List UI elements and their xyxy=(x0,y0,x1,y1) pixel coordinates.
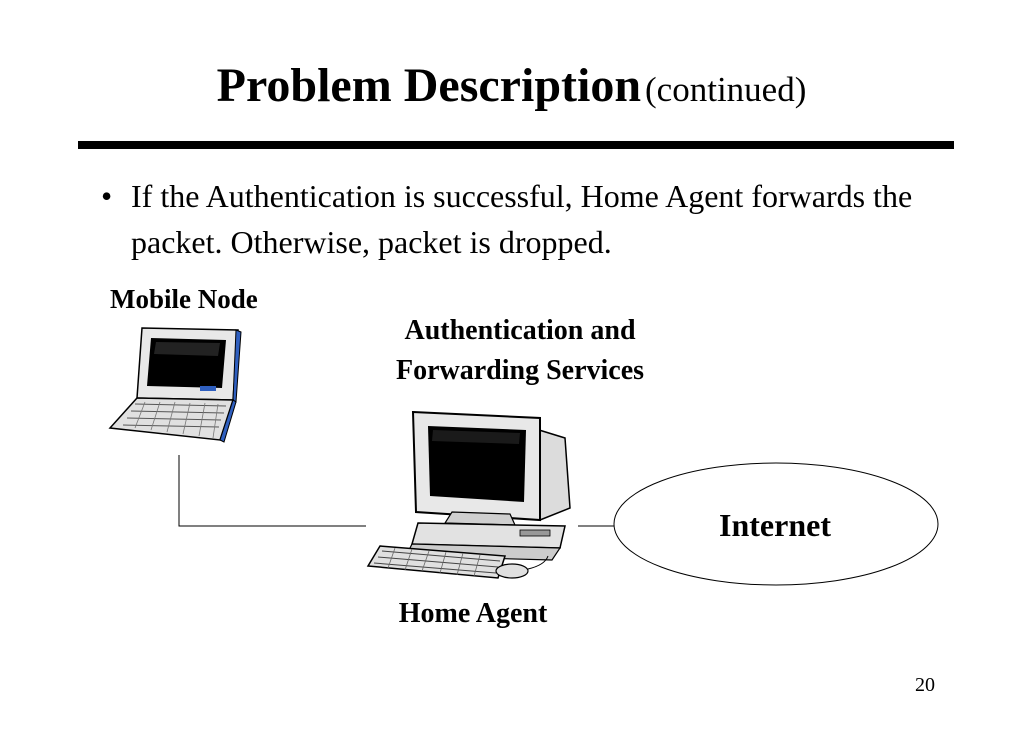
services-label-line1: Authentication and xyxy=(404,315,636,346)
internet-cloud xyxy=(613,462,939,586)
connector-mobile-to-home xyxy=(178,455,366,527)
bullet-point: • If the Authentication is successful, H… xyxy=(101,173,961,265)
bullet-text: If the Authentication is successful, Hom… xyxy=(131,178,913,260)
bullet-dot-icon: • xyxy=(101,178,113,214)
services-label: Authentication and Forwarding Services xyxy=(360,311,680,391)
mobile-node-label: Mobile Node xyxy=(110,284,258,314)
title-main: Problem Description xyxy=(216,59,642,112)
page-number: 20 xyxy=(915,674,935,696)
slide-title: Problem Description (continued) xyxy=(0,62,1023,110)
title-divider xyxy=(78,141,954,149)
services-label-line2: Forwarding Services xyxy=(395,355,645,386)
laptop-icon xyxy=(108,327,242,443)
desktop-computer-icon xyxy=(366,410,571,579)
internet-label: Internet xyxy=(719,507,831,543)
home-agent-label: Home Agent xyxy=(398,598,548,629)
title-suffix: (continued) xyxy=(645,70,807,109)
